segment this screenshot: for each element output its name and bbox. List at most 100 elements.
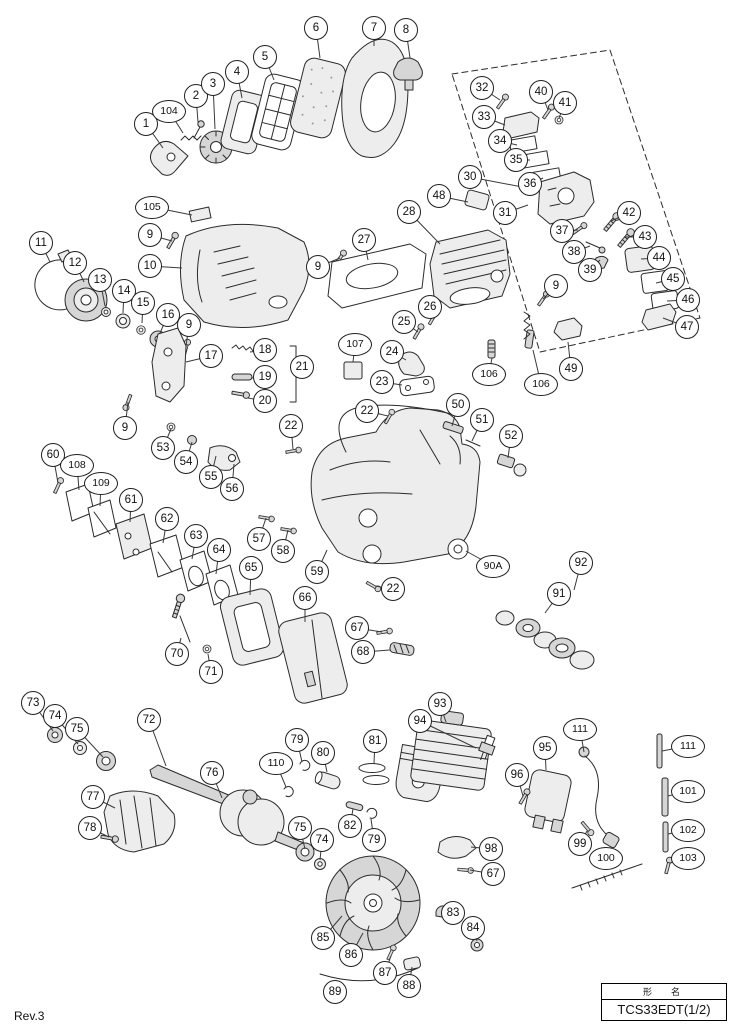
part-cleaner-cover	[341, 38, 409, 158]
part-clip-98	[437, 836, 477, 859]
callout-9: 9	[138, 223, 162, 247]
callout-82: 82	[338, 814, 362, 838]
callout-91: 91	[547, 582, 571, 606]
callout-18: 18	[253, 338, 277, 362]
model-table-header: 形 名	[602, 984, 726, 1000]
callout-9: 9	[177, 313, 201, 337]
part-muffler-half-66	[278, 612, 348, 704]
callout-6: 6	[304, 16, 328, 40]
callout-73: 73	[21, 691, 45, 715]
callout-44: 44	[647, 246, 671, 270]
callout-71: 71	[199, 660, 223, 684]
callout-76: 76	[200, 761, 224, 785]
callout-96: 96	[505, 763, 529, 787]
callout-9: 9	[306, 255, 330, 279]
callout-64: 64	[207, 538, 231, 562]
part-plate-109	[87, 499, 117, 538]
callout-108: 108	[60, 453, 94, 477]
part-spring	[523, 311, 531, 340]
callout-17: 17	[199, 344, 223, 368]
model-number: TCS33EDT(1/2)	[617, 1002, 711, 1017]
callout-31: 31	[493, 201, 517, 225]
callout-84: 84	[461, 916, 485, 940]
callout-8: 8	[394, 18, 418, 42]
callout-109: 109	[84, 471, 118, 495]
callout-53: 53	[151, 436, 175, 460]
callout-4: 4	[225, 60, 249, 84]
callout-42: 42	[617, 201, 641, 225]
callout-10: 10	[138, 254, 162, 278]
part-bar-studs	[442, 421, 527, 477]
callout-86: 86	[339, 943, 363, 967]
callout-85: 85	[311, 926, 335, 950]
revision-label: Rev.3	[14, 1009, 45, 1023]
callout-103: 103	[671, 846, 705, 870]
callout-13: 13	[88, 268, 112, 292]
callout-77: 77	[81, 785, 105, 809]
callout-79: 79	[285, 728, 309, 752]
part-flywheel	[325, 855, 421, 951]
callout-25: 25	[392, 310, 416, 334]
callout-88: 88	[397, 974, 421, 998]
model-table: 形 名 TCS33EDT(1/2)	[601, 983, 727, 1021]
bracket-89	[319, 967, 419, 982]
callout-101: 101	[671, 779, 705, 803]
callout-87: 87	[373, 961, 397, 985]
callout-51: 51	[470, 408, 494, 432]
callout-102: 102	[671, 818, 705, 842]
callout-23: 23	[370, 370, 394, 394]
callout-92: 92	[569, 551, 593, 575]
part-filter-frame	[251, 73, 305, 151]
callout-45: 45	[661, 267, 685, 291]
callout-11: 11	[29, 231, 53, 255]
part-plate-61	[115, 513, 153, 560]
callout-50: 50	[446, 393, 470, 417]
callout-110: 110	[259, 751, 293, 775]
part-brake-lever	[151, 327, 187, 403]
callout-98: 98	[479, 837, 503, 861]
callout-52: 52	[499, 424, 523, 448]
callout-95: 95	[533, 736, 557, 760]
callout-41: 41	[553, 91, 577, 115]
callout-58: 58	[271, 539, 295, 563]
callout-49: 49	[559, 357, 583, 381]
callout-70: 70	[165, 642, 189, 666]
callout-67: 67	[345, 616, 369, 640]
callout-61: 61	[119, 488, 143, 512]
callout-67: 67	[481, 862, 505, 886]
callout-104: 104	[152, 99, 186, 123]
callout-106: 106	[472, 362, 506, 386]
callout-47: 47	[675, 315, 699, 339]
part-filter-element	[290, 57, 346, 139]
callout-65: 65	[239, 556, 263, 580]
part-plate-88	[403, 956, 422, 971]
part-muffler-bracket	[553, 317, 583, 341]
part-bolt-70	[169, 592, 191, 643]
callout-21: 21	[290, 355, 314, 379]
callout-22: 22	[381, 577, 405, 601]
callout-12: 12	[63, 251, 87, 275]
callout-36: 36	[518, 172, 542, 196]
callout-68: 68	[351, 640, 375, 664]
part-intake-gasket	[399, 375, 435, 397]
callout-106: 106	[524, 372, 558, 396]
callout-27: 27	[352, 228, 376, 252]
part-cylinder-shroud	[429, 229, 511, 309]
callout-48: 48	[427, 184, 451, 208]
part-rods-right	[656, 733, 674, 875]
part-cap-92	[548, 637, 595, 670]
callout-7: 7	[362, 16, 386, 40]
callout-39: 39	[578, 258, 602, 282]
callout-3: 3	[201, 72, 225, 96]
callout-72: 72	[137, 708, 161, 732]
callout-62: 62	[155, 507, 179, 531]
callout-22: 22	[355, 399, 379, 423]
callout-94: 94	[408, 709, 432, 733]
callout-32: 32	[470, 76, 494, 100]
part-carburetor-body	[537, 171, 595, 225]
callout-111: 111	[563, 717, 597, 741]
callout-56: 56	[220, 477, 244, 501]
